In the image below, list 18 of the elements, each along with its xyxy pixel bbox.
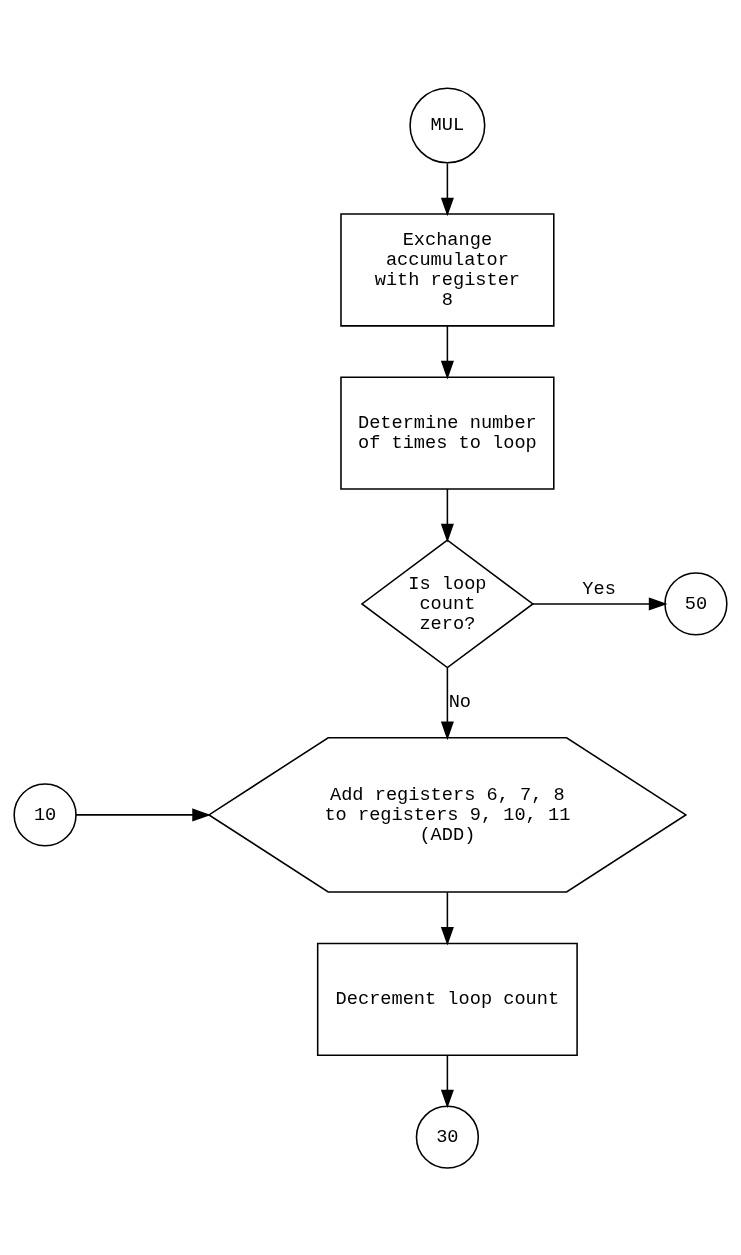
- arrow: [440, 666, 454, 740]
- node-diamond: Is loop count zero?: [360, 538, 535, 669]
- edge-label: Yes: [582, 577, 616, 600]
- arrow: [440, 891, 454, 946]
- arrow: [74, 807, 211, 821]
- node-box: Determine number of times to loop: [340, 375, 555, 490]
- arrow: [440, 487, 454, 542]
- arrow: [440, 162, 454, 216]
- node-box: Exchange accumulator with register 8: [340, 212, 555, 327]
- arrow: [532, 596, 668, 610]
- node-circle: 50: [664, 571, 728, 636]
- node-circle: 10: [13, 782, 77, 847]
- arrow: [440, 324, 454, 379]
- node-circle: 30: [415, 1105, 480, 1169]
- arrow: [440, 1054, 454, 1108]
- node-circle: MUL: [409, 86, 486, 164]
- node-box: Decrement loop count: [316, 942, 578, 1056]
- edge-label: No: [448, 690, 471, 713]
